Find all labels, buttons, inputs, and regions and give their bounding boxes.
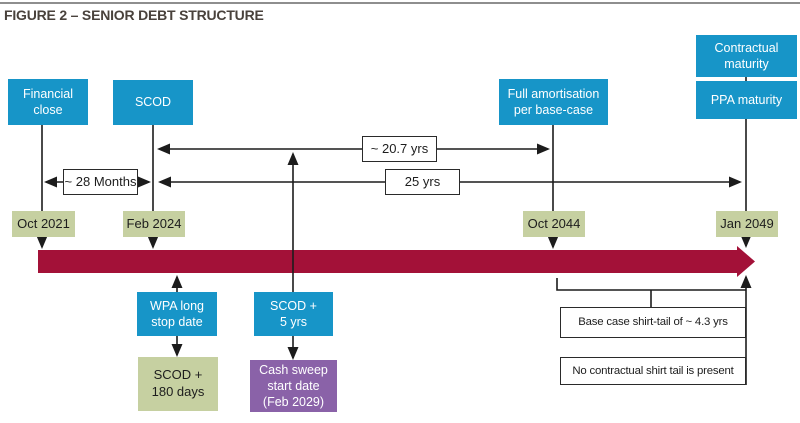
bracket-line	[556, 278, 746, 291]
duration-28-months: ~ 28 Months	[63, 169, 138, 195]
shirt-tail-bracket	[556, 275, 752, 385]
timeline-bar	[38, 246, 755, 277]
duration-arrows	[44, 143, 742, 188]
note-base-case-shirt-tail: Base case shirt-tail of ~ 4.3 yrs	[560, 307, 746, 338]
date-oct-2021: Oct 2021	[12, 211, 75, 237]
milestone-scod-plus-5yrs: SCOD + 5 yrs	[254, 292, 333, 336]
figure-title: FIGURE 2 – SENIOR DEBT STRUCTURE	[4, 7, 264, 23]
duration-20-7-yrs: ~ 20.7 yrs	[362, 136, 437, 162]
milestone-full-amortisation: Full amortisation per base-case	[499, 79, 608, 125]
date-oct-2044: Oct 2044	[523, 211, 585, 237]
date-jan-2049: Jan 2049	[716, 211, 778, 237]
top-divider	[0, 2, 800, 4]
note-no-contractual-shirt-tail: No contractual shirt tail is present	[560, 357, 746, 385]
milestone-wpa-long-stop: WPA long stop date	[137, 292, 217, 336]
timeline-bar-arrow-tip	[737, 246, 755, 277]
milestone-ppa-maturity: PPA maturity	[696, 81, 797, 119]
date-cash-sweep-start: Cash sweep start date (Feb 2029)	[250, 360, 337, 412]
duration-25-yrs: 25 yrs	[385, 169, 460, 195]
timeline-bar-body	[38, 250, 737, 273]
date-feb-2024: Feb 2024	[123, 211, 185, 237]
date-scod-plus-180-days: SCOD + 180 days	[138, 357, 218, 411]
milestone-financial-close: Financial close	[8, 79, 88, 125]
connector-lines	[36, 77, 752, 360]
milestone-scod: SCOD	[113, 80, 193, 125]
milestone-contractual-maturity: Contractual maturity	[696, 35, 797, 77]
